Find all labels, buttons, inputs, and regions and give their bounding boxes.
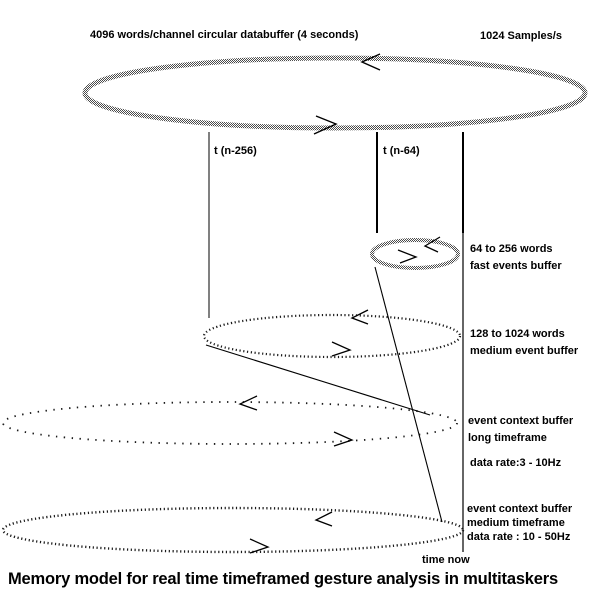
long-context-ellipse xyxy=(2,401,458,445)
fast-rotation-arrow-left-icon xyxy=(423,236,441,253)
long-context-label: event context buffer long timeframe xyxy=(468,413,573,447)
databuffer-rotation-arrow-right-icon xyxy=(313,115,338,135)
time-now-label: time now xyxy=(422,554,470,566)
medium-rotation-arrow-right-icon xyxy=(331,341,352,357)
medium-to-long-connector-line xyxy=(205,344,431,416)
medium-context-timeframe: medium timeframe xyxy=(467,517,565,529)
long-context-data-rate: data rate:3 - 10Hz xyxy=(470,457,562,469)
databuffer-title: 4096 words/channel circular databuffer (… xyxy=(90,29,359,41)
long-rotation-arrow-left-icon xyxy=(238,395,258,411)
medium-context-data-rate: data rate : 10 - 50Hz xyxy=(467,531,571,543)
fast-rotation-arrow-right-icon xyxy=(397,249,418,264)
marker-label-t-n256: t (n-256) xyxy=(214,145,257,157)
sample-rate-label: 1024 Samples/s xyxy=(480,30,562,42)
circular-databuffer-ellipse xyxy=(82,55,588,131)
medium-buffer-size: 128 to 1024 words xyxy=(470,328,565,340)
medium-context-arrow-left-icon xyxy=(314,511,333,527)
marker-label-t-n64: t (n-64) xyxy=(383,145,420,157)
medium-event-ellipse xyxy=(202,313,462,359)
medium-context-ellipse xyxy=(1,506,465,554)
medium-buffer-label: 128 to 1024 words medium event buffer xyxy=(470,326,578,360)
fast-buffer-size: 64 to 256 words xyxy=(470,243,553,255)
long-context-name: event context buffer xyxy=(468,415,574,427)
diagram-caption: Memory model for real time timeframed ge… xyxy=(8,570,558,588)
medium-buffer-name: medium event buffer xyxy=(470,345,579,357)
databuffer-rotation-arrow-left-icon xyxy=(360,53,381,71)
fast-buffer-label: 64 to 256 words fast events buffer xyxy=(470,241,562,275)
fast-to-time-now-connector-line xyxy=(374,266,443,523)
fast-buffer-name: fast events buffer xyxy=(470,260,562,272)
medium-context-label: event context buffer medium timeframe data… xyxy=(467,502,572,544)
fast-events-ellipse xyxy=(370,238,460,270)
long-rotation-arrow-right-icon xyxy=(333,431,354,447)
medium-rotation-arrow-left-icon xyxy=(350,309,369,325)
medium-context-name: event context buffer xyxy=(467,503,573,515)
medium-context-arrow-right-icon xyxy=(249,538,270,554)
long-context-timeframe: long timeframe xyxy=(468,432,547,444)
